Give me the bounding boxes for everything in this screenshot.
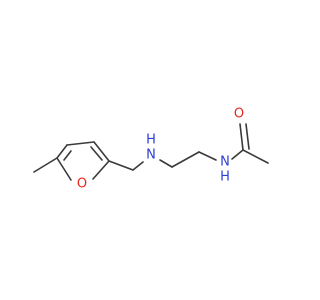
atom-hydrogen-amide: H <box>220 170 230 185</box>
molecule-diagram: O N H N H O <box>33 107 269 192</box>
bond-nh-carbonyl <box>231 149 244 160</box>
bond-carbonyl-o <box>239 123 244 151</box>
atom-nitrogen-amide: N <box>220 155 230 170</box>
bonds <box>33 123 269 181</box>
atom-labels: O N H N H O <box>77 107 244 192</box>
bond-ch2-nh <box>132 161 144 171</box>
bond-carbonyl-o-double <box>245 123 250 150</box>
bond-o1-c2 <box>92 160 110 180</box>
bond-c4-c5-inner <box>63 150 72 161</box>
bond-c4-c5 <box>56 144 68 159</box>
bond-c2-c3-inner <box>90 146 103 161</box>
bond-ch2a-ch2b <box>171 151 200 168</box>
atom-hydrogen-amine: H <box>146 133 156 148</box>
bond-ch2b-nh <box>198 151 217 161</box>
bond-c5-methyl <box>33 157 58 173</box>
bond-c2-c3 <box>93 141 110 162</box>
atom-nitrogen-amine: N <box>146 148 156 163</box>
atom-oxygen-furan: O <box>77 177 87 192</box>
bond-carbonyl-methyl <box>242 149 269 164</box>
bond-nh-ch2a <box>159 159 173 168</box>
bond-c2-ch2 <box>108 160 134 171</box>
bond-c5-o1 <box>56 157 72 181</box>
bond-c3-c4 <box>66 141 95 146</box>
atom-oxygen-carbonyl: O <box>234 107 244 122</box>
structure-canvas: O N H N H O <box>33 107 269 192</box>
